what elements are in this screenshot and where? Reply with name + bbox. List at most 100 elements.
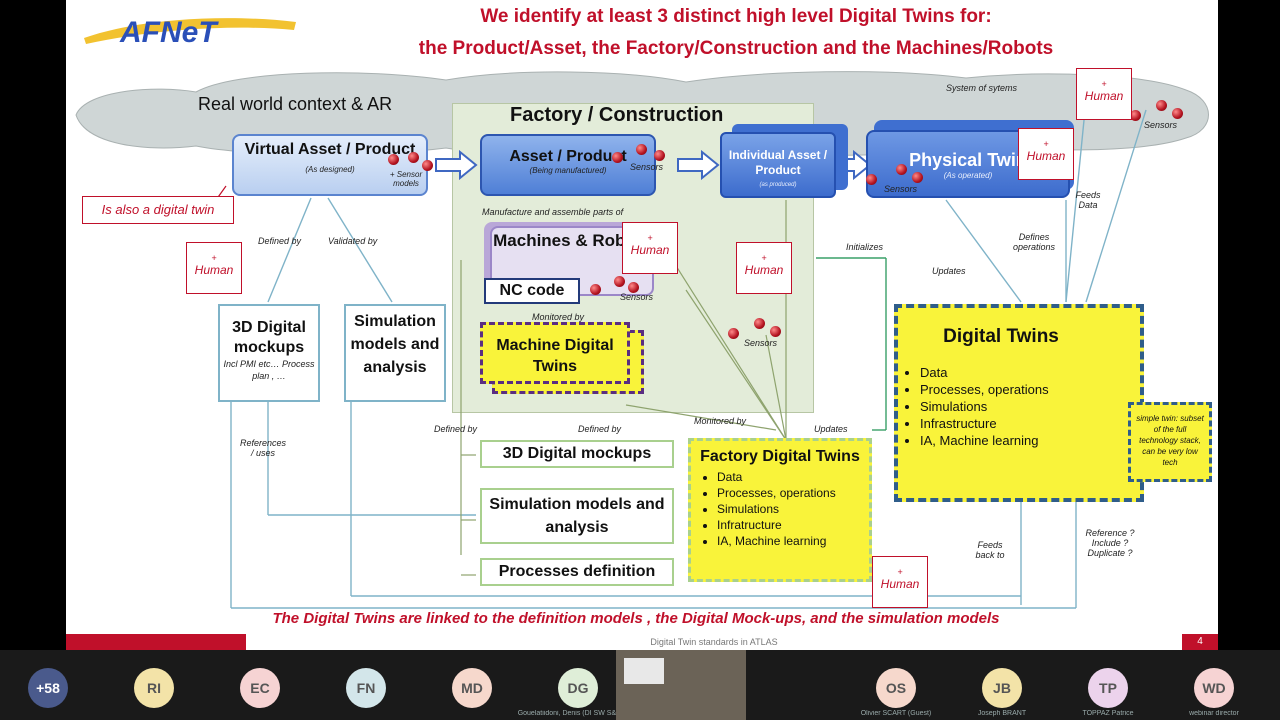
avatar: MD xyxy=(452,668,492,708)
participant-name: Olivier SCART (Guest) xyxy=(860,710,932,717)
individual-asset-box: Individual Asset / Product (as produced) xyxy=(720,132,836,198)
sensor-dot xyxy=(654,150,665,161)
afnet-logo: AFNeT xyxy=(84,16,296,49)
sensor-dot xyxy=(1130,110,1141,121)
footer-text: Digital Twin standards in ATLAS xyxy=(246,634,1182,650)
avatar: FN xyxy=(346,668,386,708)
participant-tile[interactable]: TP TOPPAZ Patrice xyxy=(1042,650,1174,720)
sensor-dot xyxy=(770,326,781,337)
sensor-dot xyxy=(612,152,623,163)
avatar: JB xyxy=(982,668,1022,708)
human-label: +Human xyxy=(622,222,678,274)
factory-twins-list: Data Processes, operations Simulations I… xyxy=(691,469,869,549)
connector-lines xyxy=(215,99,1147,609)
asset-product-title: Asset / Product xyxy=(509,148,627,165)
monitored-by-label: Monitored by xyxy=(532,312,585,322)
virtual-asset-box: Virtual Asset / Product (As designed) xyxy=(232,134,428,196)
defined-by-label: Defined by xyxy=(258,236,302,246)
participant-tile[interactable]: RI xyxy=(88,650,220,720)
processes-definition-box: Processes definition xyxy=(480,558,674,586)
virtual-asset-title: Virtual Asset / Product xyxy=(244,141,416,158)
sensors-label: Sensors xyxy=(744,338,778,348)
defined-by-label-3: Defined by xyxy=(578,424,622,434)
participant-tile[interactable]: EC xyxy=(194,650,326,720)
references-uses-label: References / uses xyxy=(240,438,287,458)
factory-twins-box: Factory Digital Twins Data Processes, op… xyxy=(688,438,872,582)
factory-twins-title: Factory Digital Twins xyxy=(700,448,860,465)
participant-name: webinar director xyxy=(1189,710,1239,717)
sensor-dot xyxy=(1172,108,1183,119)
asset-product-box: Asset / Product (Being manufactured) xyxy=(480,134,656,196)
avatar: EC xyxy=(240,668,280,708)
participant-tile[interactable]: FN xyxy=(300,650,432,720)
defined-by-label-2: Defined by xyxy=(434,424,478,434)
avatar: OS xyxy=(876,668,916,708)
monitored-by-label-2: Monitored by xyxy=(694,416,747,426)
sensor-dot xyxy=(636,144,647,155)
participant-name: Joseph BRANT xyxy=(977,710,1027,717)
sensor-dot xyxy=(388,154,399,165)
sensor-dot xyxy=(590,284,601,295)
sensor-models-label: + Sensor models xyxy=(389,170,423,188)
human-label: +Human xyxy=(736,242,792,294)
validated-by-label: Validated by xyxy=(328,236,378,246)
sensors-label: Sensors xyxy=(884,184,918,194)
feeds-back-label: Feeds back to xyxy=(975,540,1005,560)
sensor-dot xyxy=(408,152,419,163)
sensors-label: Sensors xyxy=(620,292,654,302)
sensor-dot xyxy=(614,276,625,287)
also-twin-note: Is also a digital twin xyxy=(82,196,234,224)
slide-footer: Digital Twin standards in ATLAS 4 xyxy=(66,634,1218,650)
updates-label: Updates xyxy=(932,266,966,276)
participant-tile[interactable]: JB Joseph BRANT xyxy=(936,650,1068,720)
avatar: TP xyxy=(1088,668,1128,708)
mockups-3d-title: 3D Digital mockups xyxy=(232,319,306,356)
physical-twin-sub: (As operated) xyxy=(943,171,993,180)
manufacture-label: Manufacture and assemble parts of xyxy=(482,207,624,217)
sensor-dot xyxy=(912,172,923,183)
list-item: IA, Machine learning xyxy=(920,432,1140,449)
svg-text:AFNeT: AFNeT xyxy=(119,16,219,49)
feeds-data-label: Feeds Data xyxy=(1075,190,1101,210)
participant-name: TOPPAZ Patrice xyxy=(1082,710,1134,717)
video-screen xyxy=(624,658,664,684)
participant-tile[interactable]: MD xyxy=(406,650,538,720)
machine-twins-box: Machine Digital Twins xyxy=(480,322,630,384)
defines-operations-label: Defines operations xyxy=(1012,232,1056,252)
sensor-dot xyxy=(728,328,739,339)
context-label: Real world context & AR xyxy=(198,94,393,114)
slide-title-line1: We identify at least 3 distinct high lev… xyxy=(480,6,992,27)
virtual-asset-sub: (As designed) xyxy=(305,165,355,174)
list-item: Data xyxy=(717,469,869,485)
human-label: +Human xyxy=(186,242,242,294)
sensors-label: Sensors xyxy=(630,162,664,172)
avatar: RI xyxy=(134,668,174,708)
initializes-label: Initializes xyxy=(846,242,884,252)
participant-tile[interactable]: OS Olivier SCART (Guest) xyxy=(830,650,962,720)
sensors-label: Sensors xyxy=(1144,120,1178,130)
physical-twin-title: Physical Twin xyxy=(909,150,1027,170)
simulation-box: Simulation models and analysis xyxy=(344,304,446,402)
speaker-video-tile[interactable] xyxy=(616,650,746,720)
sensor-dot xyxy=(866,174,877,185)
digital-twins-title: Digital Twins xyxy=(943,326,1059,347)
digital-twins-list: Data Processes, operations Simulations I… xyxy=(898,364,1140,449)
avatar: DG xyxy=(558,668,598,708)
human-label: +Human xyxy=(1018,128,1074,180)
system-label: System of sytems xyxy=(946,83,1018,93)
nc-code-box: NC code xyxy=(484,278,580,304)
participant-tile[interactable]: +58 xyxy=(0,650,114,720)
slide-title-line2: the Product/Asset, the Factory/Construct… xyxy=(418,38,1054,59)
sensor-dot xyxy=(896,164,907,175)
list-item: Data xyxy=(920,364,1140,381)
mockups-3d-sub: Incl PMI etc… Process plan , … xyxy=(223,359,315,381)
arrow-right-icon xyxy=(677,150,720,180)
digital-twins-box: Digital Twins Data Processes, operations… xyxy=(894,304,1144,502)
human-label: +Human xyxy=(1076,68,1132,120)
simulation-box-2: Simulation models and analysis xyxy=(480,488,674,544)
arrow-right-icon xyxy=(435,150,478,180)
individual-asset-sub: (as produced) xyxy=(759,182,797,188)
asset-product-sub: (Being manufactured) xyxy=(529,166,607,175)
